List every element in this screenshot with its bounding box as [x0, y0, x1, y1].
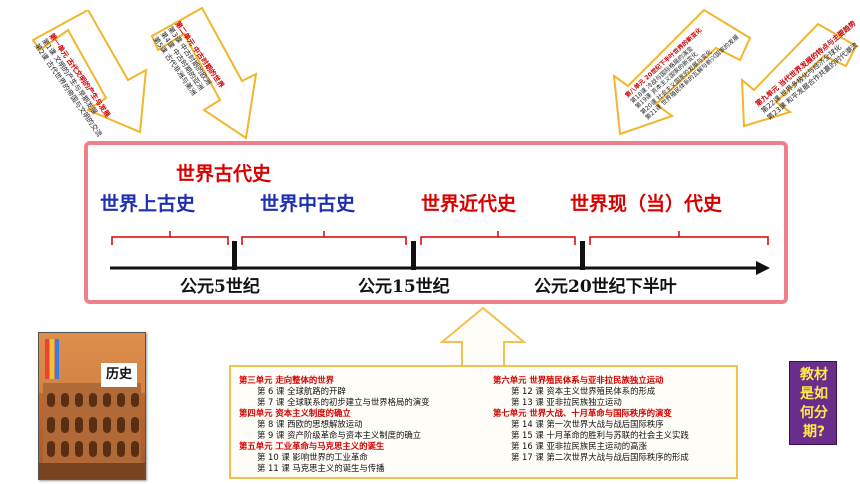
- arrow-unit-1: 第一单元 古代文明的产生与发展 第1课 文明的产生与早期发展 第2课 古代世界的…: [28, 8, 158, 138]
- date-label-5th-century: 公元5世纪: [180, 277, 260, 297]
- timeline-graphic: [110, 231, 770, 275]
- arrow-shape-icon: [612, 8, 752, 136]
- lesson-line: 第 6 课 全球航路的开辟: [257, 386, 346, 396]
- lesson-line: 第 11 课 马克思主义的诞生与传播: [257, 463, 385, 473]
- lesson-line: 第 13 课 亚非拉民族独立运动: [511, 397, 622, 407]
- date-label-20th-century: 公元20世纪下半叶: [534, 277, 677, 297]
- lesson-line: 第 16 课 亚非拉民族民主运动的高涨: [511, 441, 647, 451]
- lessons-right-column: 第六单元 世界殖民体系与亚非拉民族独立运动 第 12 课 资本主义世界殖民体系的…: [493, 375, 689, 463]
- lesson-line: 第 8 课 西欧的思想解放运动: [257, 419, 363, 429]
- unit-title: 第四单元 资本主义制度的确立: [239, 408, 351, 418]
- lesson-line: 第 15 课 十月革命的胜利与苏联的社会主义实践: [511, 430, 689, 440]
- era-early-label: 世界上古史: [100, 193, 196, 215]
- arrow-unit-9: 第九单元 当代世界发展的特点与主要趋势 第22课 世界多极化与经济全球化 第23…: [724, 19, 860, 130]
- question-box: 教材是如何分期?: [789, 361, 837, 445]
- timeline-panel: 世界古代史 世界上古史 世界中古史 世界近代史 世界现（当）代史 公元5世纪 公…: [84, 141, 788, 304]
- arrow-shape-icon: [31, 8, 148, 134]
- lesson-line: 第 7 课 全球联系的初步建立与世界格局的演变: [257, 397, 430, 407]
- lesson-line: 第 10 课 影响世界的工业革命: [257, 452, 368, 462]
- textbook-cover: 历史: [38, 332, 146, 480]
- era-medieval-label: 世界中古史: [260, 193, 356, 215]
- lesson-line: 第 14 课 第一次世界大战与战后国际秩序: [511, 419, 664, 429]
- lesson-line: 第 9 课 资产阶级革命与资本主义制度的确立: [257, 430, 422, 440]
- arrow-shape-icon: [740, 22, 858, 128]
- unit-title: 第五单元 工业革命与马克思主义的诞生: [239, 441, 385, 451]
- arrow-shape-icon: [150, 6, 258, 140]
- era-ancient-label: 世界古代史: [176, 163, 272, 185]
- arrow-unit-2: 第二单元 中古时期的世界 第3课 中古时期的欧洲 第4课 中古时期的亚洲 第5课…: [150, 6, 260, 141]
- era-contemporary-label: 世界现（当）代史: [570, 193, 723, 215]
- textbook-title: 历史: [101, 363, 137, 387]
- lessons-left-column: 第三单元 走向整体的世界 第 6 课 全球航路的开辟 第 7 课 全球联系的初步…: [239, 375, 429, 474]
- unit-title: 第三单元 走向整体的世界: [239, 375, 335, 385]
- date-label-15th-century: 公元15世纪: [358, 277, 450, 297]
- colosseum-image: [39, 333, 145, 479]
- unit-title: 第六单元 世界殖民体系与亚非拉民族独立运动: [493, 375, 664, 385]
- lesson-line: 第 17 课 第二次世界大战与战后国际秩序的形成: [511, 452, 689, 462]
- unit-title: 第七单元 世界大战、十月革命与国际秩序的演变: [493, 408, 672, 418]
- arrow-unit-8: 第八单元 20世纪下半叶世界的新变化 第18课 冷战与国际格局的演变 第19课 …: [604, 8, 754, 136]
- lessons-box: 第三单元 走向整体的世界 第 6 课 全球航路的开辟 第 7 课 全球联系的初步…: [229, 365, 738, 479]
- era-modern-label: 世界近代史: [421, 193, 517, 215]
- lesson-line: 第 12 课 资本主义世界殖民体系的形成: [511, 386, 656, 396]
- up-arrow-icon: [440, 306, 526, 367]
- question-text: 教材是如何分期?: [800, 367, 828, 440]
